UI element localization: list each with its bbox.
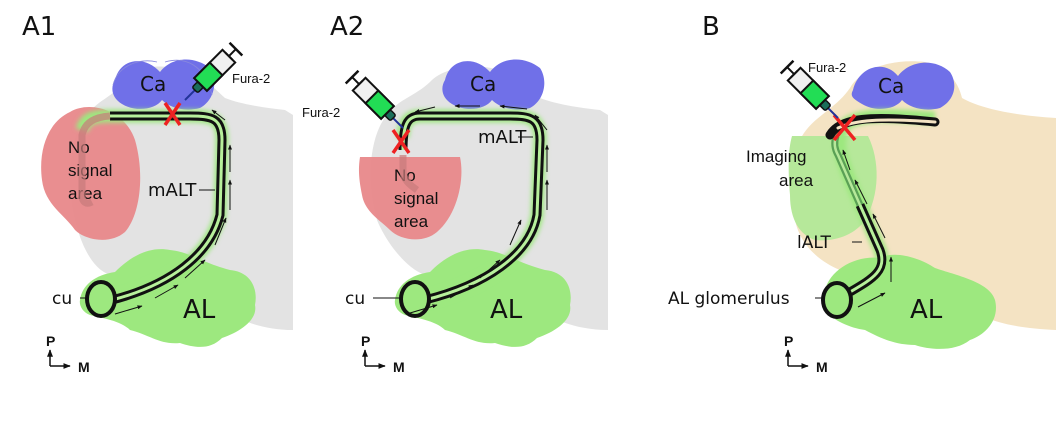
cut-mark: [391, 129, 411, 154]
posterior-label: P: [361, 333, 370, 349]
calyx: [442, 59, 545, 110]
imaging-area-label: Imaging area: [746, 147, 814, 190]
antennal-lobe: [394, 249, 571, 347]
medial-label: M: [393, 359, 405, 375]
no-signal-area: [41, 107, 141, 240]
antennal-lobe-label: AL: [490, 295, 523, 325]
panel-b: B Ca Imaging area AL AL glomerulus lALT: [668, 12, 1056, 375]
antennal-lobe: [79, 249, 256, 347]
mALT-label: mALT: [478, 127, 527, 148]
cu-label: cu: [345, 289, 365, 309]
cu-label: cu: [52, 289, 72, 309]
al-glomerulus: [821, 281, 853, 319]
flow-arrows: [409, 104, 549, 314]
posterior-label: P: [784, 333, 793, 349]
brain-outline: [370, 66, 608, 331]
medial-label: M: [816, 359, 828, 375]
posterior-label: P: [46, 333, 55, 349]
tract-under-no-signal: [78, 112, 111, 207]
panel-label-b: B: [702, 12, 720, 42]
calyx-label: Ca: [470, 72, 496, 96]
calyx-label: Ca: [140, 72, 166, 96]
al-glomerulus-label: AL glomerulus: [668, 289, 790, 309]
calyx: [851, 62, 955, 110]
flow-arrows: [842, 149, 893, 308]
antennal-lobe-label: AL: [183, 295, 216, 325]
axis-indicator: P M: [46, 333, 90, 375]
mALT-label: mALT: [148, 180, 197, 201]
antennal-lobe-label: AL: [910, 295, 943, 325]
axis-indicator: P M: [784, 333, 828, 375]
cu-glomerulus: [85, 280, 117, 318]
flow-arrows: [114, 109, 232, 315]
lALT-label: lALT: [797, 233, 831, 253]
dye-label: Fura-2: [232, 71, 270, 86]
imaging-area: [788, 136, 877, 241]
dye-label: Fura-2: [302, 105, 340, 120]
cut-mark: [832, 113, 857, 142]
medial-label: M: [78, 359, 90, 375]
calyx-label: Ca: [878, 74, 904, 98]
panel-label-a1: A1: [22, 12, 56, 42]
no-signal-area: [358, 157, 462, 240]
tract-under-no-signal: [399, 155, 420, 193]
cut-mark: [163, 102, 182, 126]
panel-a1: A1 Ca No signal area AL cu mALT: [22, 12, 293, 375]
panel-a2: A2 Ca No signal area AL cu mALT: [302, 12, 608, 375]
panel-label-a2: A2: [330, 12, 364, 42]
cu-glomerulus: [399, 280, 431, 318]
dye-label: Fura-2: [808, 60, 846, 75]
axis-indicator: P M: [361, 333, 405, 375]
